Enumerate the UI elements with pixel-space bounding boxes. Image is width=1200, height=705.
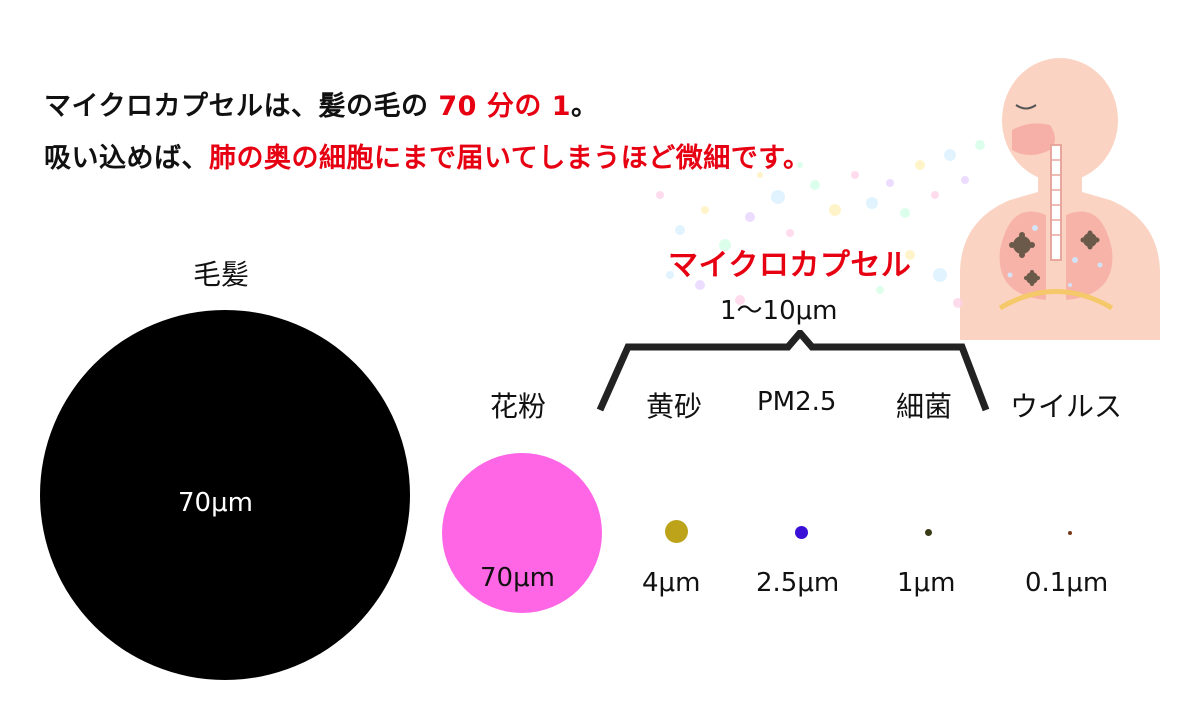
headline-line-2-highlight: 肺の奥の細胞にまで届いてしまうほど微細です。	[209, 143, 811, 174]
bacteria-size: 1μm	[897, 568, 956, 598]
virus-dot	[1068, 531, 1072, 535]
human-respiratory-illustration-icon	[960, 58, 1160, 340]
yellow-sand-size: 4μm	[642, 568, 701, 598]
pollen-size: 70μm	[480, 563, 555, 593]
virus-label: ウイルス	[1010, 390, 1123, 423]
pm25-label: PM2.5	[757, 387, 837, 417]
headline-line-1-suffix: 。	[571, 91, 599, 122]
microcapsule-bubbles-icon	[656, 140, 985, 308]
virus-size: 0.1μm	[1025, 568, 1109, 598]
microcapsule-range: 1〜10μm	[720, 296, 838, 326]
headline-line-1-highlight: 70 分の 1	[438, 91, 572, 122]
bacteria-label: 細菌	[896, 390, 953, 423]
pollen-label: 花粉	[490, 390, 547, 423]
headline-line-2-prefix: 吸い込めば、	[44, 143, 209, 174]
yellow-sand-dot	[665, 520, 688, 543]
headline-line-2: 吸い込めば、肺の奥の細胞にまで届いてしまうほど微細です。	[44, 136, 811, 175]
bracket-icon	[596, 330, 990, 412]
headline-line-1-prefix: マイクロカプセルは、髪の毛の	[44, 91, 439, 122]
pm25-size: 2.5μm	[756, 568, 840, 598]
yellow-sand-label: 黄砂	[646, 390, 703, 423]
bacteria-dot	[925, 529, 932, 536]
pm25-dot	[795, 526, 808, 539]
hair-label: 毛髪	[193, 258, 250, 291]
hair-size: 70μm	[178, 488, 253, 518]
hair-circle	[40, 310, 410, 680]
headline-line-1: マイクロカプセルは、髪の毛の 70 分の 1。	[44, 84, 599, 123]
pollen-circle	[442, 453, 602, 613]
microcapsule-title: マイクロカプセル	[668, 248, 912, 283]
